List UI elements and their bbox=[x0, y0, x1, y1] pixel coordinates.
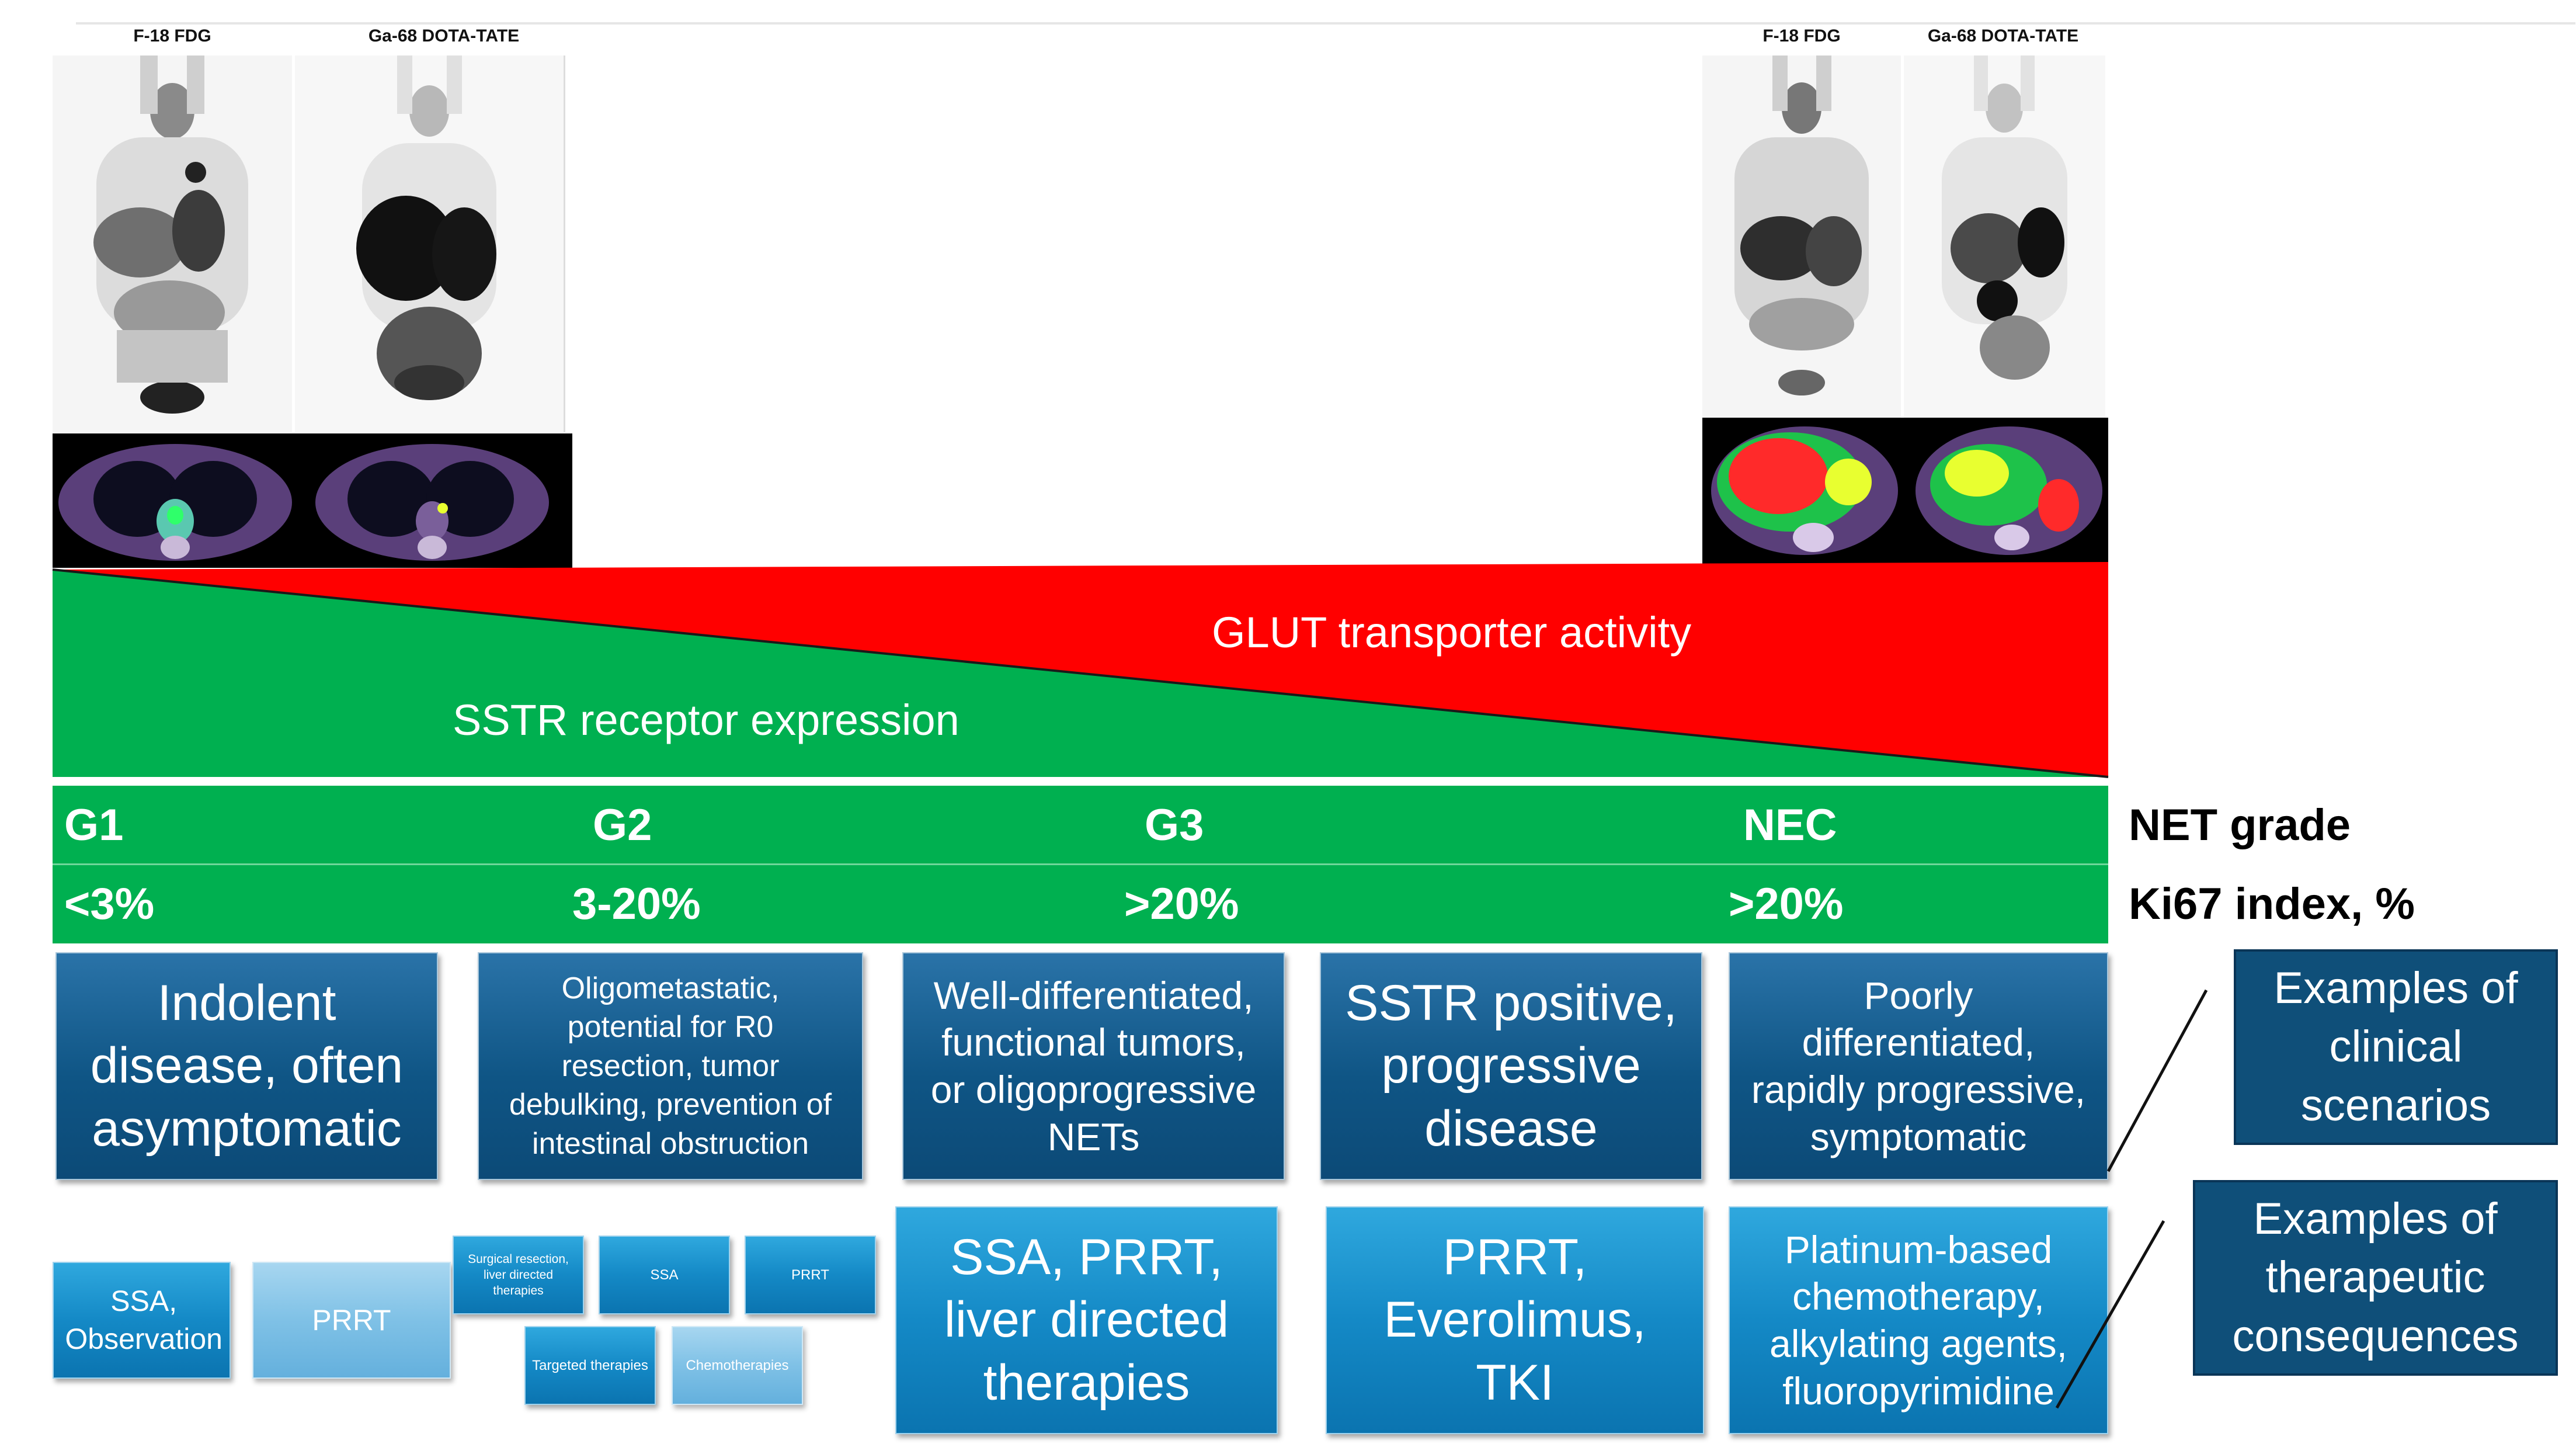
clinical-text-nec: Poorly differentiated, rapidly progressi… bbox=[1751, 973, 2086, 1158]
clinical-box-sstr: SSTR positive, progressive disease bbox=[1320, 952, 1702, 1180]
therapy-box-surgical: Surgical resection, liver directed thera… bbox=[453, 1236, 584, 1314]
clinical-text-g3: Well-differentiated, functional tumors, … bbox=[930, 973, 1257, 1158]
legend-clinical-text: Examples of clinical scenarios bbox=[2273, 963, 2518, 1130]
grade-g1: G1 bbox=[64, 800, 124, 850]
therapy-box-targeted: Targeted therapies bbox=[524, 1326, 656, 1405]
grade-band-divider bbox=[53, 863, 2108, 865]
therapy-box-g1-prrt: PRRT bbox=[252, 1262, 451, 1379]
clinical-box-g3: Well-differentiated, functional tumors, … bbox=[902, 952, 1285, 1180]
therapy-box-ssa-observation: SSA, Observation bbox=[53, 1262, 231, 1379]
therapy-text-g3: SSA, PRRT, liver directed therapies bbox=[944, 1229, 1229, 1411]
grade-g3: G3 bbox=[1145, 800, 1204, 850]
therapy-text-nec: Platinum-based chemotherapy, alkylating … bbox=[1770, 1227, 2067, 1413]
therapy-box-g2-ssa: SSA bbox=[599, 1236, 730, 1314]
net-grade-row-label: NET grade bbox=[2129, 800, 2351, 850]
left-fdg-pet-image bbox=[53, 55, 292, 432]
right-fdg-label: F-18 FDG bbox=[1762, 26, 1841, 46]
clinical-box-g1: Indolent disease, often asymptomatic bbox=[55, 952, 438, 1180]
left-dota-pet-image bbox=[295, 55, 565, 432]
legend-clinical-scenarios: Examples of clinical scenarios bbox=[2234, 949, 2558, 1145]
legend-therapeutic-text: Examples of therapeutic consequences bbox=[2232, 1194, 2519, 1361]
therapy-text-g2-ssa: SSA bbox=[650, 1266, 679, 1283]
ki67-nec: >20% bbox=[1729, 879, 1844, 929]
therapy-box-g2-prrt: PRRT bbox=[745, 1236, 876, 1314]
therapy-box-sstr: PRRT, Everolimus, TKI bbox=[1326, 1206, 1704, 1434]
glut-wedge bbox=[53, 562, 2108, 777]
right-dota-label: Ga-68 DOTA-TATE bbox=[1927, 26, 2079, 46]
therapy-text-chemo-small: Chemotherapies bbox=[686, 1357, 789, 1373]
clinical-box-nec: Poorly differentiated, rapidly progressi… bbox=[1729, 952, 2108, 1180]
clinical-text-g1: Indolent disease, often asymptomatic bbox=[90, 974, 404, 1157]
right-ct-fusion-image bbox=[1702, 418, 2108, 564]
clinical-text-sstr: SSTR positive, progressive disease bbox=[1345, 974, 1677, 1157]
therapy-text-sstr: PRRT, Everolimus, TKI bbox=[1383, 1229, 1646, 1411]
therapy-text-ssa-observation: SSA, Observation bbox=[65, 1285, 223, 1355]
right-fdg-pet-image bbox=[1702, 55, 1901, 418]
ki67-g1: <3% bbox=[64, 879, 155, 929]
grade-nec: NEC bbox=[1743, 800, 1837, 850]
ki67-row-label: Ki67 index, % bbox=[2129, 879, 2415, 929]
therapy-text-g1-prrt: PRRT bbox=[312, 1304, 391, 1337]
therapy-box-chemo-small: Chemotherapies bbox=[672, 1326, 803, 1405]
left-fdg-label: F-18 FDG bbox=[133, 26, 211, 46]
ki67-g2: 3-20% bbox=[572, 879, 701, 929]
legend-therapeutic-consequences: Examples of therapeutic consequences bbox=[2193, 1180, 2558, 1376]
top-divider bbox=[76, 22, 2575, 25]
left-dota-label: Ga-68 DOTA-TATE bbox=[368, 26, 520, 46]
therapy-text-g2-prrt: PRRT bbox=[791, 1266, 829, 1283]
therapy-text-targeted: Targeted therapies bbox=[532, 1357, 648, 1373]
left-ct-fusion-image bbox=[53, 433, 572, 568]
wedge-diagonal-line bbox=[52, 568, 2109, 778]
sstr-label: SSTR receptor expression bbox=[453, 696, 960, 744]
right-dota-pet-image bbox=[1904, 55, 2105, 418]
connector-therapeutic bbox=[2055, 1220, 2165, 1409]
grade-g2: G2 bbox=[593, 800, 652, 850]
therapy-box-nec: Platinum-based chemotherapy, alkylating … bbox=[1729, 1206, 2108, 1434]
glut-label: GLUT transporter activity bbox=[1212, 608, 1692, 657]
ki67-g3: >20% bbox=[1124, 879, 1239, 929]
therapy-box-g3: SSA, PRRT, liver directed therapies bbox=[895, 1206, 1278, 1434]
clinical-box-g2: Oligometastatic, potential for R0 resect… bbox=[478, 952, 863, 1180]
therapy-text-surgical: Surgical resection, liver directed thera… bbox=[468, 1252, 569, 1298]
connector-clinical bbox=[2106, 989, 2208, 1172]
clinical-text-g2: Oligometastatic, potential for R0 resect… bbox=[509, 971, 832, 1161]
